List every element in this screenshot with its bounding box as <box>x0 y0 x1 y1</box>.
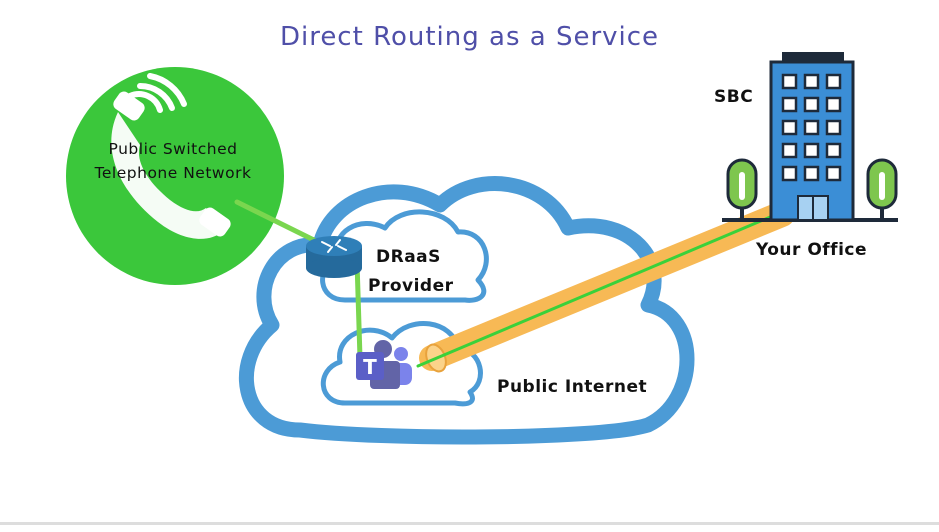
building-window <box>781 165 798 182</box>
building-window <box>825 165 842 182</box>
svg-text:T: T <box>363 355 377 379</box>
tunnel-connection <box>416 210 784 368</box>
bottom-divider <box>0 522 939 525</box>
internet-tunnel <box>416 201 795 373</box>
building-window <box>825 119 842 136</box>
building-window <box>825 96 842 113</box>
sbc-label: SBC <box>714 87 754 107</box>
diagram-title: Direct Routing as a Service <box>279 22 660 52</box>
microsoft-teams-icon: T <box>356 340 412 389</box>
office-label: Your Office <box>756 240 868 260</box>
provider-label: Provider <box>368 276 454 296</box>
building-window <box>781 96 798 113</box>
building-window <box>803 119 820 136</box>
phone-handset-icon <box>111 73 231 239</box>
public-internet-label: Public Internet <box>497 377 648 397</box>
building-window <box>803 142 820 159</box>
building-window <box>825 73 842 90</box>
building-window <box>803 165 820 182</box>
building-windows <box>781 73 842 182</box>
tree-icon <box>866 158 898 220</box>
building-window <box>803 96 820 113</box>
building-window <box>803 73 820 90</box>
draas-label: DRaaS <box>376 247 441 267</box>
building-window <box>781 119 798 136</box>
tree-icon <box>726 158 758 220</box>
building-window <box>781 73 798 90</box>
building-window <box>781 142 798 159</box>
building-roof <box>782 52 844 62</box>
router-to-teams-link <box>354 259 363 361</box>
pstn-node <box>66 67 284 285</box>
router-icon <box>306 236 362 278</box>
pstn-label: Public Switched Telephone Network <box>94 140 252 182</box>
office-building-icon <box>722 52 898 222</box>
building-window <box>825 142 842 159</box>
